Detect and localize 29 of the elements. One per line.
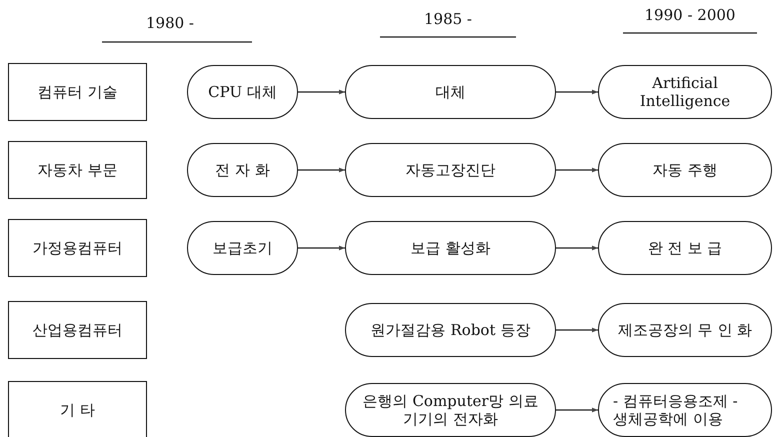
category-box: 자동차 부문 bbox=[8, 141, 147, 199]
stage-pill: 보급 활성화 bbox=[345, 221, 556, 275]
stage-pill: Artificial Intelligence bbox=[598, 65, 772, 119]
arrow bbox=[556, 246, 598, 250]
arrow bbox=[556, 90, 598, 94]
stage-pill: 은행의 Computer망 의료기기의 전자화 bbox=[345, 383, 556, 437]
stage-pill: - 컴퓨터응용조제 - 생체공학에 이용 bbox=[598, 383, 772, 437]
stage-pill: 자동고장진단 bbox=[345, 143, 556, 197]
category-box: 산업용컴퓨터 bbox=[8, 301, 147, 359]
category-box: 컴퓨터 기술 bbox=[8, 63, 147, 121]
stage-pill: 원가절감용 Robot 등장 bbox=[345, 303, 556, 357]
period-heading: 1980 - bbox=[144, 14, 195, 32]
category-box: 기 타 bbox=[8, 381, 147, 437]
arrow bbox=[298, 90, 345, 94]
period-heading: 1990 - 2000 bbox=[644, 6, 736, 24]
arrow bbox=[556, 168, 598, 172]
category-box: 가정용컴퓨터 bbox=[8, 219, 147, 277]
stage-pill: 완 전 보 급 bbox=[598, 221, 772, 275]
stage-pill: 자동 주행 bbox=[598, 143, 772, 197]
stage-pill: 대체 bbox=[345, 65, 556, 119]
arrow bbox=[298, 246, 345, 250]
arrow bbox=[556, 408, 598, 412]
arrow bbox=[298, 168, 345, 172]
arrow bbox=[556, 328, 598, 332]
stage-pill: CPU 대체 bbox=[187, 65, 298, 119]
stage-pill: 제조공장의 무 인 화 bbox=[598, 303, 772, 357]
stage-pill: 전 자 화 bbox=[187, 143, 298, 197]
period-heading: 1985 - bbox=[422, 10, 473, 28]
stage-pill: 보급초기 bbox=[187, 221, 298, 275]
